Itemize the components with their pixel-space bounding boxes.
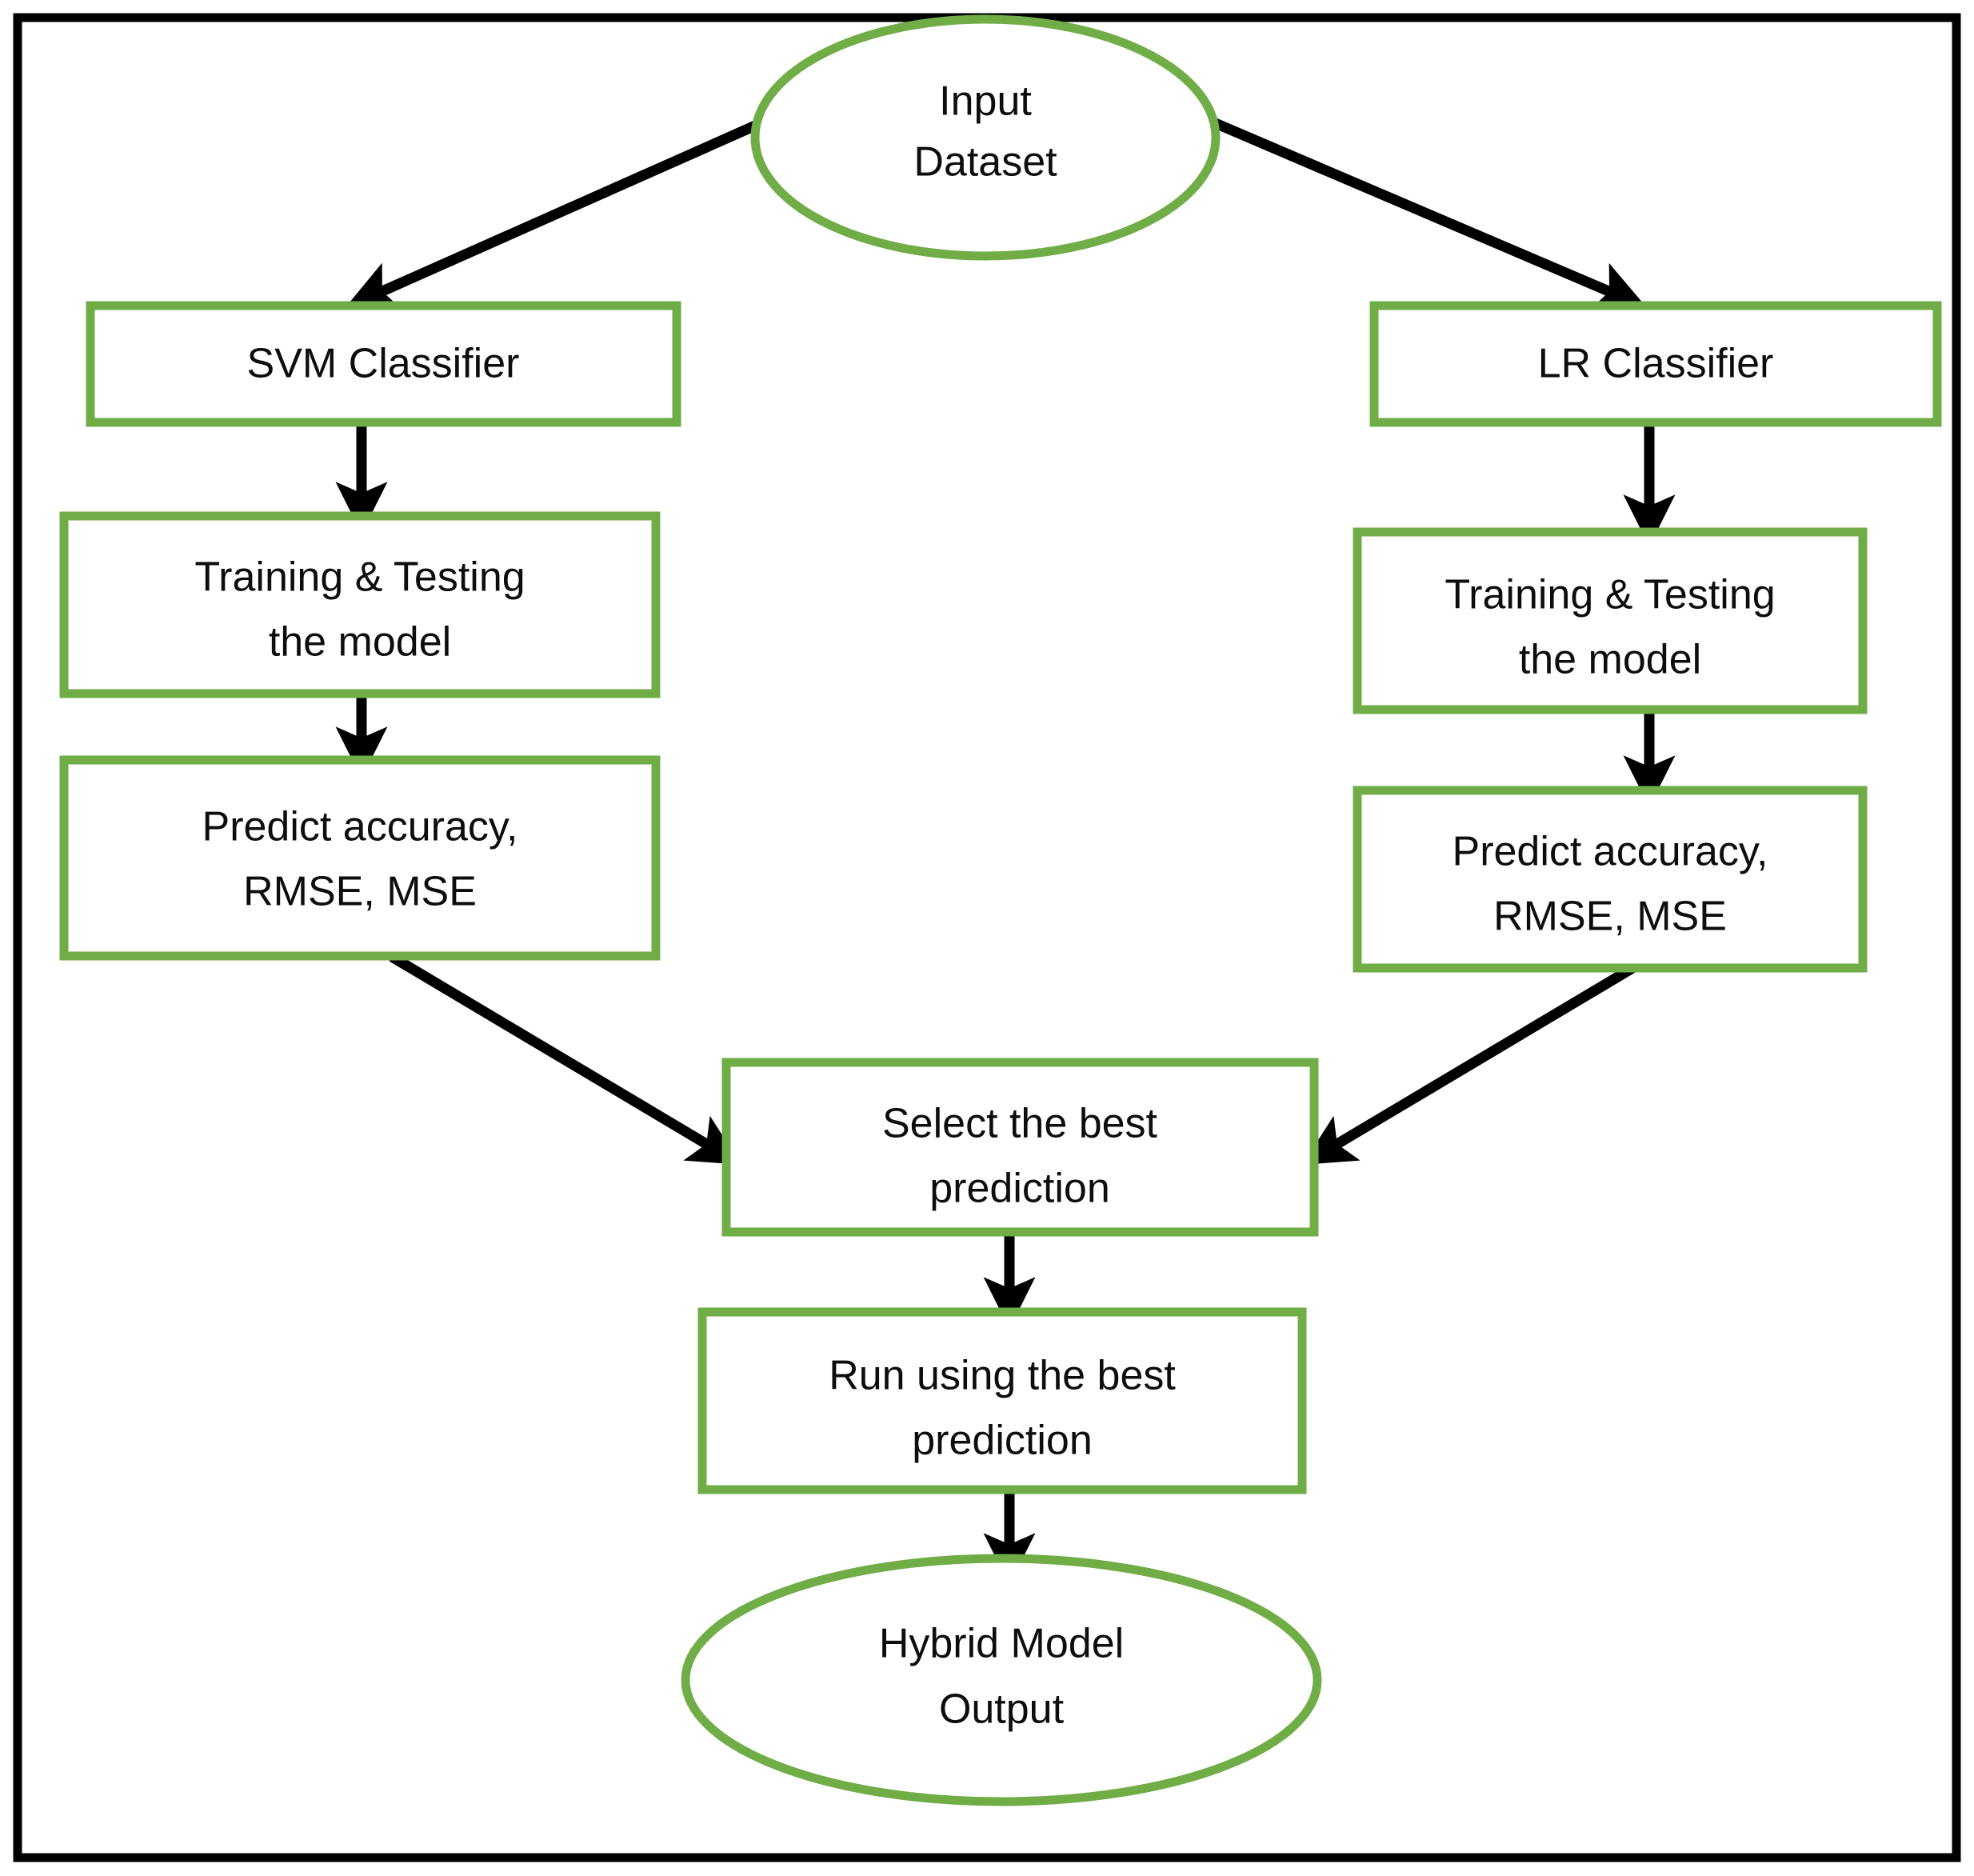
lr-predict-label-line1: Predict accuracy,	[1453, 829, 1768, 875]
lr-classifier-box-shape	[1369, 301, 1942, 427]
hybrid-output-label-line2: Output	[939, 1686, 1065, 1733]
edge-input-to-svm	[345, 115, 770, 310]
node-lr-classifier[interactable]: LR Classifier	[1369, 301, 1942, 427]
node-svm-predict-metrics[interactable]: Predict accuracy, RMSE, MSE	[59, 755, 661, 961]
edge-svm-predict-to-select	[389, 952, 741, 1165]
input-dataset-label-line1: Input	[939, 78, 1032, 125]
svm-predict-label-line1: Predict accuracy,	[202, 804, 518, 850]
node-svm-classifier[interactable]: SVM Classifier	[86, 301, 681, 427]
input-dataset-ellipse-shape	[750, 14, 1221, 261]
svm-predict-label-line2: RMSE, MSE	[243, 869, 477, 915]
svm-classifier-box-shape	[86, 301, 681, 427]
input-dataset-label-line2: Dataset	[913, 139, 1057, 186]
node-run-best-prediction[interactable]: Run using the best prediction	[697, 1307, 1307, 1494]
edge-lr-predict-to-select	[1302, 955, 1649, 1165]
hybrid-output-label-line1: Hybrid Model	[879, 1621, 1124, 1667]
lr-training-box-shape	[1353, 527, 1868, 714]
svm-training-box-shape	[59, 511, 661, 698]
node-lr-predict-metrics[interactable]: Predict accuracy, RMSE, MSE	[1353, 786, 1868, 973]
run-best-label-line1: Run using the best	[829, 1353, 1176, 1399]
run-best-box-shape	[697, 1307, 1307, 1494]
hybrid-output-ellipse-shape	[681, 1554, 1322, 1806]
svm-predict-box-shape	[59, 755, 661, 961]
select-best-label-line2: prediction	[929, 1166, 1109, 1212]
lr-training-label-line1: Training & Testing	[1445, 572, 1775, 618]
edge-input-to-lr	[1205, 115, 1647, 311]
select-best-box-shape	[721, 1058, 1319, 1237]
lr-predict-box-shape	[1353, 786, 1868, 973]
svm-classifier-label: SVM Classifier	[247, 341, 520, 387]
node-svm-training-testing[interactable]: Training & Testing the model	[59, 511, 661, 698]
node-select-best-prediction[interactable]: Select the best prediction	[721, 1058, 1319, 1237]
lr-training-label-line2: the model	[1519, 637, 1701, 683]
svm-training-label-line2: the model	[269, 619, 451, 666]
svm-training-label-line1: Training & Testing	[194, 554, 525, 601]
lr-predict-label-line2: RMSE, MSE	[1493, 894, 1727, 940]
node-lr-training-testing[interactable]: Training & Testing the model	[1353, 527, 1868, 714]
lr-classifier-label: LR Classifier	[1538, 341, 1774, 387]
run-best-label-line2: prediction	[912, 1418, 1092, 1464]
node-input-dataset[interactable]: Input Dataset	[750, 14, 1221, 261]
select-best-label-line1: Select the best	[882, 1101, 1158, 1147]
node-hybrid-model-output[interactable]: Hybrid Model Output	[681, 1554, 1322, 1806]
